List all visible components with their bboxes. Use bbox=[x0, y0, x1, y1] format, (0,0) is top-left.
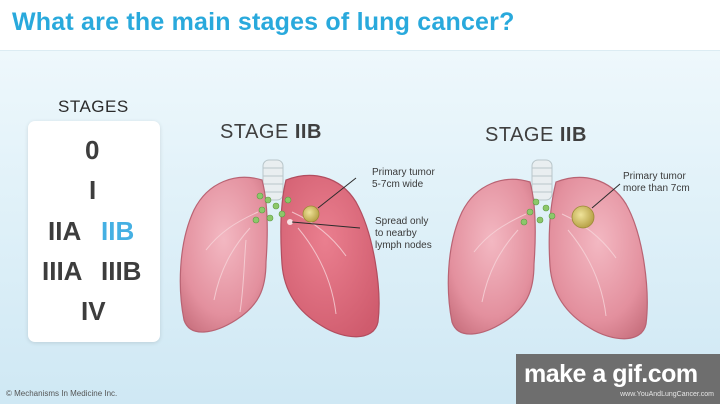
stages-heading: STAGES bbox=[58, 97, 129, 116]
lung-left-b bbox=[447, 178, 536, 335]
lung-right-title: STAGE IIB bbox=[485, 124, 587, 147]
lung-right-title-stage: IIB bbox=[559, 124, 587, 146]
tumor-left bbox=[302, 205, 320, 223]
stage-iv: IV bbox=[81, 296, 106, 326]
lung-left-a bbox=[179, 176, 268, 333]
lung-pair-right bbox=[447, 159, 648, 340]
stage-iia: IIA bbox=[48, 216, 82, 246]
watermark-url: www.YouAndLungCancer.com bbox=[620, 391, 714, 398]
lung-left-title-stage: IIB bbox=[294, 121, 322, 143]
stage-i: I bbox=[89, 175, 97, 205]
callout-tumor-left: Primary tumor 5-7cm wide bbox=[372, 167, 435, 190]
stage-iiia: IIIA bbox=[42, 256, 83, 286]
tumor-right bbox=[571, 205, 595, 229]
lung-left-title: STAGE IIB bbox=[220, 121, 322, 144]
copyright: © Mechanisms In Medicine Inc. bbox=[6, 389, 118, 398]
trachea-right bbox=[531, 159, 553, 201]
lung-right-title-prefix: STAGE bbox=[485, 124, 560, 146]
lung-right-a bbox=[280, 174, 380, 338]
lung-pair-left bbox=[179, 159, 380, 338]
stage-iib: IIB bbox=[101, 216, 135, 246]
stage-0: 0 bbox=[85, 135, 100, 165]
lung-left-title-prefix: STAGE bbox=[220, 121, 295, 143]
lymph-nodes-right bbox=[520, 198, 556, 226]
stages-card: 0 I IIA IIB IIIA IIIB IV bbox=[28, 121, 160, 342]
page-title: What are the main stages of lung cancer? bbox=[12, 8, 515, 36]
watermark: make a gif.com www.YouAndLungCancer.com bbox=[516, 354, 720, 404]
trachea-left bbox=[262, 159, 284, 201]
stage-iiib: IIIB bbox=[101, 256, 142, 286]
lymph-nodes-left bbox=[252, 192, 292, 224]
callout-spread-left: Spread only to nearby lymph nodes bbox=[375, 216, 432, 251]
watermark-logo: make a gif.com bbox=[524, 360, 698, 388]
callout-tumor-right: Primary tumor more than 7cm bbox=[623, 171, 690, 194]
lung-right-b bbox=[548, 176, 648, 340]
title-bar: What are the main stages of lung cancer? bbox=[0, 0, 720, 51]
